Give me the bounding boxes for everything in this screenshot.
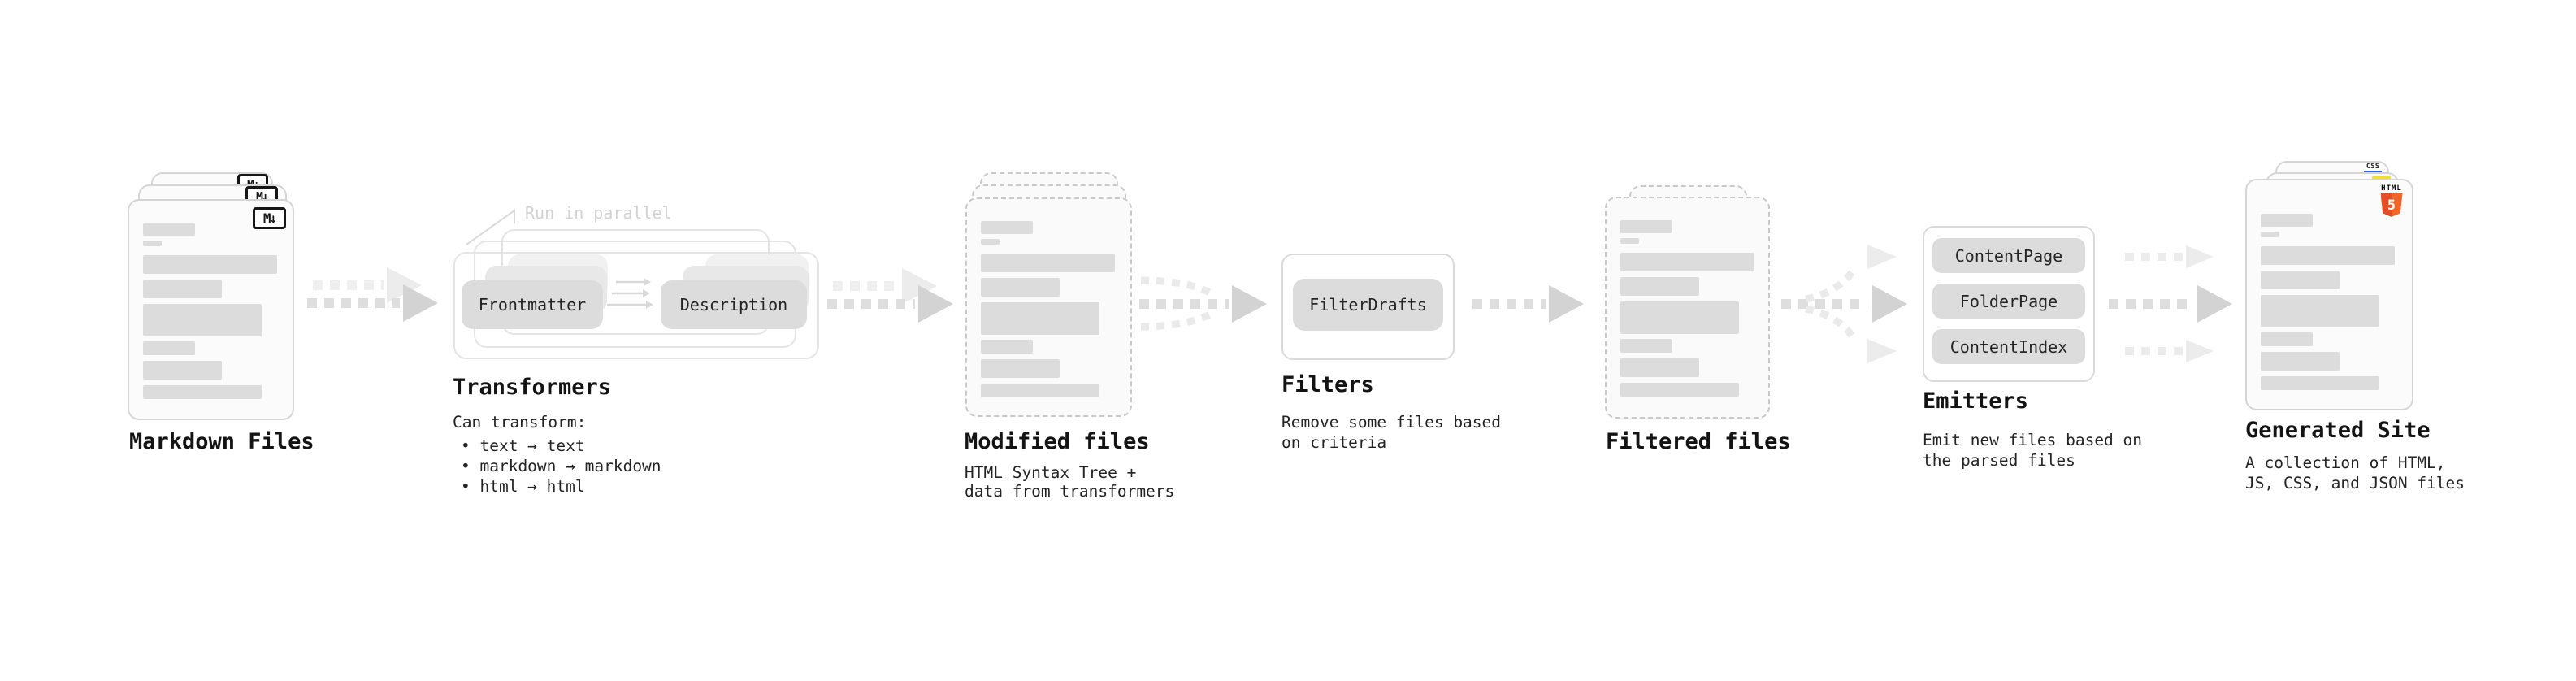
- stage-label-generated-site: Generated Site: [2245, 418, 2431, 443]
- text-line-placeholder: [1620, 253, 1754, 271]
- text-line-placeholder: [143, 223, 195, 236]
- description-line: the parsed files: [1923, 451, 2075, 470]
- text-line-placeholder: [143, 241, 162, 246]
- text-line-placeholder: [1620, 383, 1739, 397]
- flow-arrow-modified-to-filters-merge: [1139, 276, 1267, 331]
- description-line: HTML Syntax Tree +: [965, 463, 1137, 482]
- markdown-logo-icon: M↓: [253, 207, 286, 229]
- text-line-placeholder: [2261, 295, 2379, 327]
- stage-label-filters: Filters: [1281, 372, 1374, 397]
- text-line-placeholder: [981, 384, 1099, 397]
- stage-label-filtered-files: Filtered files: [1606, 429, 1791, 454]
- text-line-placeholder: [2261, 246, 2395, 265]
- description-line: Can transform:: [453, 413, 587, 432]
- text-line-placeholder: [981, 254, 1115, 272]
- run-in-parallel-annotation: Run in parallel: [525, 203, 672, 223]
- html5-numeral: 5: [2387, 197, 2396, 214]
- text-line-placeholder: [1620, 220, 1672, 233]
- stage-label-emitters: Emitters: [1923, 388, 2029, 414]
- transformer-input-pill: Frontmatter: [462, 280, 603, 329]
- flow-arrow-emitters-to-generated: [2109, 245, 2232, 362]
- text-line-placeholder: [2261, 332, 2313, 346]
- emitters-description: Emit new files based on the parsed files: [1923, 430, 2142, 471]
- flow-arrow-filtered-to-emitters-diverge: [1781, 245, 1907, 363]
- stage-label-transformers: Transformers: [453, 375, 612, 400]
- text-line-placeholder: [981, 221, 1033, 234]
- stage-label-markdown-files: Markdown Files: [129, 429, 314, 454]
- markdown-file-card-front: [128, 199, 294, 420]
- filtered-file-card-front: [1605, 197, 1770, 419]
- text-line-placeholder: [1620, 339, 1672, 353]
- html5-shield: 5: [2380, 193, 2403, 217]
- text-line-placeholder: [1620, 358, 1699, 377]
- generated-site-description: A collection of HTML, JS, CSS, and JSON …: [2245, 453, 2465, 493]
- text-line-placeholder: [981, 302, 1099, 335]
- bullet-item: • markdown → markdown: [461, 457, 661, 475]
- flow-arrow-markdown-to-transformers: [307, 267, 438, 322]
- text-line-placeholder: [143, 385, 262, 399]
- text-line-placeholder: [143, 304, 262, 336]
- flow-arrow-transformers-to-modified: [827, 268, 953, 323]
- description-line: Remove some files based: [1281, 413, 1502, 432]
- modified-file-card-front: [965, 197, 1132, 417]
- text-line-placeholder: [2261, 352, 2340, 371]
- description-line: data from transformers: [965, 482, 1175, 501]
- transformer-box-front: [453, 252, 819, 359]
- text-line-placeholder: [143, 341, 195, 355]
- text-line-placeholder: [1620, 238, 1639, 244]
- modified-files-description: HTML Syntax Tree + data from transformer…: [965, 463, 1174, 501]
- transformer-output-pill: Description: [661, 280, 807, 329]
- text-line-placeholder: [2261, 232, 2279, 237]
- text-line-placeholder: [143, 255, 277, 274]
- description-line: JS, CSS, and JSON files: [2245, 474, 2465, 492]
- text-line-placeholder: [2261, 271, 2340, 289]
- description-line: A collection of HTML,: [2245, 453, 2446, 472]
- html-file-card: [2245, 179, 2413, 410]
- filter-pill: FilterDrafts: [1293, 279, 1443, 331]
- text-line-placeholder: [2261, 376, 2379, 390]
- description-line: Emit new files based on: [1923, 431, 2143, 449]
- text-line-placeholder: [1620, 277, 1699, 296]
- stage-label-modified-files: Modified files: [965, 429, 1150, 454]
- text-line-placeholder: [981, 359, 1060, 378]
- html5-logo-icon: HTML 5: [2379, 184, 2404, 217]
- text-line-placeholder: [981, 239, 1000, 245]
- text-line-placeholder: [981, 340, 1033, 354]
- filters-description: Remove some files based on criteria: [1281, 412, 1501, 453]
- bullet-item: • html → html: [461, 477, 585, 496]
- text-line-placeholder: [143, 361, 222, 380]
- text-line-placeholder: [143, 280, 222, 298]
- transformers-bullet-list: • text → text • markdown → markdown • ht…: [453, 436, 661, 497]
- text-line-placeholder: [2261, 214, 2313, 227]
- bullet-item: • text → text: [461, 436, 585, 455]
- emitter-pill-content-index: ContentIndex: [1932, 329, 2085, 364]
- flow-arrow-filters-to-filtered: [1472, 285, 1584, 323]
- css-badge-text: CSS: [2366, 163, 2380, 171]
- emitter-pill-folder-page: FolderPage: [1932, 284, 2085, 319]
- text-line-placeholder: [981, 278, 1060, 297]
- transformers-description: Can transform: • text → text • markdown …: [453, 413, 661, 497]
- text-line-placeholder: [1620, 301, 1739, 334]
- html5-logo-word: HTML: [2381, 184, 2402, 193]
- emitter-pill-content-page: ContentPage: [1932, 238, 2085, 273]
- description-line: on criteria: [1281, 433, 1387, 452]
